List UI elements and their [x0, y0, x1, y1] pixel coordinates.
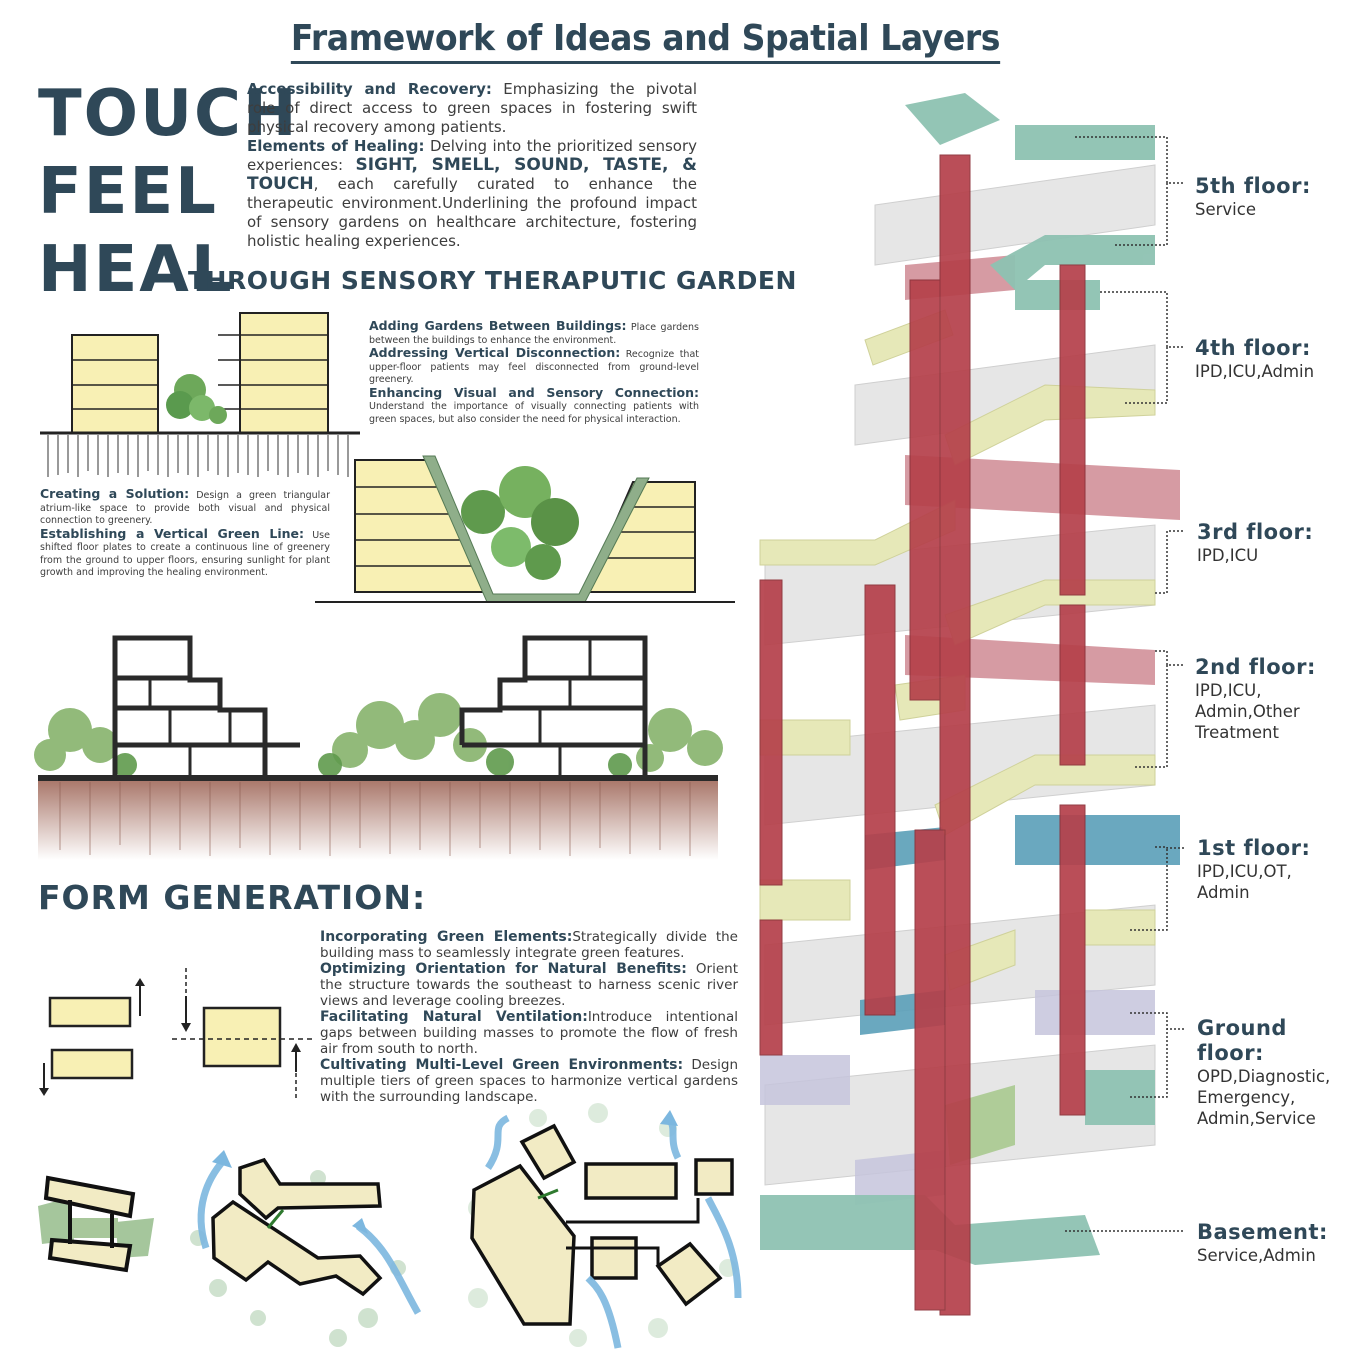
floor-ground-desc: OPD,Diagnostic, Emergency, Admin,Service — [1197, 1067, 1331, 1128]
form-diagram-massing — [38, 1103, 742, 1349]
form-item-2-text: Orient the structure towards the southea… — [320, 961, 738, 1009]
section-landscape — [34, 635, 723, 860]
intro-paragraph: Accessibility and Recovery: Emphasizing … — [247, 80, 697, 251]
hero-subtitle: THROUGH SENSORY THERAPUTIC GARDEN — [188, 266, 797, 295]
intro-p2-text2: , each carefully curated to enhance the … — [247, 175, 697, 250]
note-visual-text: Understand the importance of visually co… — [369, 401, 699, 425]
notes-right: Adding Gardens Between Buildings: Place … — [369, 318, 699, 426]
floor-2-name: 2nd floor: — [1195, 655, 1316, 679]
notes-left: Creating a Solution: Design a green tria… — [40, 486, 331, 580]
note-solution-text: Design a green triangular atrium-like sp… — [40, 490, 331, 526]
note-greenline-heading: Establishing a Vertical Green Line: — [40, 525, 304, 541]
floor-2-desc: IPD,ICU, Admin,Other Treatment — [1195, 681, 1300, 742]
page-title-text: Framework of Ideas and Spatial Layers — [290, 18, 1000, 64]
floor-label-5th: 5th floor: Service — [1195, 174, 1311, 220]
note-solution-heading: Creating a Solution: — [40, 486, 190, 501]
note-vertical-text: Recognize that upper-floor patients may … — [369, 349, 699, 385]
floor-label-4th: 4th floor: IPD,ICU,Admin — [1195, 336, 1314, 382]
hero-word-feel: FEEL — [38, 155, 218, 229]
form-item-3-heading: Facilitating Natural Ventilation: — [320, 1009, 588, 1025]
form-item-4-text: Design multiple tiers of green spaces to… — [320, 1057, 738, 1105]
exploded-floor-diagram — [759, 93, 1185, 1316]
form-generation-text: Incorporating Green Elements:Strategical… — [320, 929, 738, 1105]
floor-label-ground: Ground floor: OPD,Diagnostic, Emergency,… — [1197, 1016, 1330, 1129]
floor-3-name: 3rd floor: — [1197, 520, 1314, 544]
note-gardens-heading: Adding Gardens Between Buildings: — [369, 318, 627, 333]
intro-p1-heading: Accessibility and Recovery: — [247, 80, 492, 98]
floor-label-2nd: 2nd floor: IPD,ICU, Admin,Other Treatmen… — [1195, 655, 1316, 743]
form-item-2-heading: Optimizing Orientation for Natural Benef… — [320, 961, 687, 977]
floor-5-name: 5th floor: — [1195, 174, 1311, 198]
hero-word-touch: TOUCH — [38, 77, 299, 151]
hero-word-heal: HEAL — [38, 233, 234, 307]
floor-basement-name: Basement: — [1197, 1220, 1328, 1244]
floor-5-desc: Service — [1195, 200, 1256, 219]
floor-3-desc: IPD,ICU — [1197, 546, 1259, 565]
form-item-1-heading: Incorporating Green Elements: — [320, 929, 573, 945]
form-item-1-text: Strategically divide the building mass t… — [320, 929, 738, 961]
note-greenline-text: Use shifted floor plates to create a con… — [40, 529, 330, 579]
floor-label-3rd: 3rd floor: IPD,ICU — [1197, 520, 1313, 566]
section-sketch-atrium — [315, 455, 735, 603]
floor-label-1st: 1st floor: IPD,ICU,OT, Admin — [1197, 836, 1310, 903]
intro-senses: SIGHT, SMELL, SOUND, TASTE, & TOUCH — [247, 155, 698, 194]
form-item-3-text: Introduce intentional gaps between build… — [320, 1009, 738, 1057]
floor-4-desc: IPD,ICU,Admin — [1195, 362, 1315, 381]
floor-label-basement: Basement: Service,Admin — [1197, 1220, 1328, 1266]
form-generation-title: FORM GENERATION: — [38, 878, 427, 917]
page-title: Framework of Ideas and Spatial Layers — [0, 18, 1290, 64]
floor-ground-name: Ground floor: — [1197, 1016, 1287, 1065]
form-diagram-blocks — [39, 968, 312, 1098]
floor-4-name: 4th floor: — [1195, 336, 1311, 360]
intro-p1-text: Emphasizing the pivotal role of direct a… — [247, 80, 697, 136]
note-vertical-heading: Addressing Vertical Disconnection: — [369, 345, 621, 360]
intro-p2-text1: Delving into the prioritized sensory exp… — [247, 137, 697, 174]
floor-1-desc: IPD,ICU,OT, Admin — [1197, 862, 1292, 902]
floor-1-name: 1st floor: — [1197, 836, 1311, 860]
intro-p2-heading: Elements of Healing: — [247, 137, 425, 155]
form-item-4-heading: Cultivating Multi-Level Green Environmen… — [320, 1057, 684, 1073]
section-sketch-buildings — [40, 312, 360, 477]
floor-basement-desc: Service,Admin — [1197, 1246, 1316, 1265]
note-gardens-text: Place gardens between the buildings to e… — [369, 322, 699, 346]
note-visual-heading: Enhancing Visual and Sensory Connection: — [369, 384, 699, 400]
